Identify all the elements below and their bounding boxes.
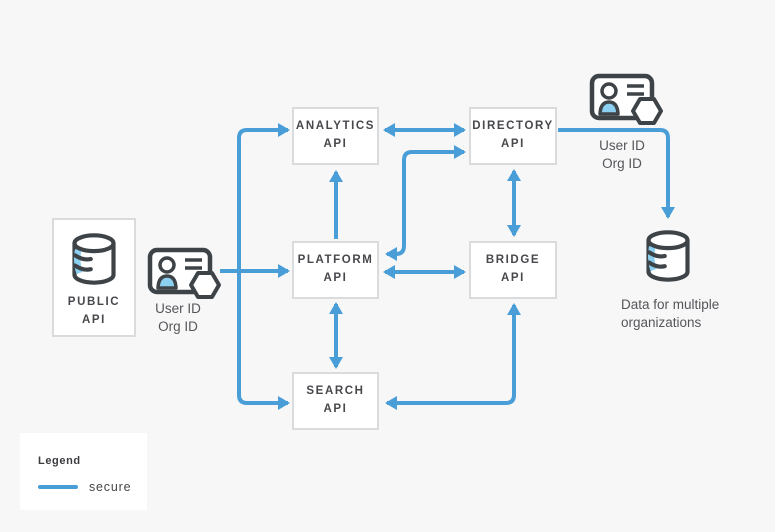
legend: Legend secure [20, 433, 147, 510]
node-label-line: PLATFORM [297, 254, 374, 267]
caption-line: Data for multiple [621, 297, 720, 312]
caption-line: Org ID [602, 155, 642, 171]
node-bridge-api: BRIDGE API [469, 241, 557, 299]
legend-title: Legend [38, 455, 81, 467]
id-card-badge-icon [589, 71, 665, 136]
edge-directory-database [558, 128, 675, 219]
caption-user-org-left: User ID Org ID [139, 300, 217, 336]
edge-public-search [237, 271, 290, 410]
node-label-line: API [501, 138, 525, 150]
caption-user-org-right: User ID Org ID [583, 137, 661, 173]
node-label-line: API [323, 403, 348, 415]
edge-platform-directory [385, 145, 466, 261]
caption-line: User ID [599, 138, 645, 153]
edge-public-analytics [237, 123, 290, 271]
node-label-line: SEARCH [306, 385, 365, 398]
caption-line: Org ID [158, 318, 198, 334]
caption-multi-org-data: Data for multiple organizations [621, 296, 746, 332]
node-platform-api: PLATFORM API [292, 241, 379, 299]
node-label-line: PUBLIC [67, 296, 121, 308]
legend-secure-label: secure [89, 480, 132, 494]
node-label-line: DIRECTORY [472, 120, 554, 133]
legend-row-secure: secure [38, 480, 147, 494]
node-label-line: API [82, 313, 106, 326]
secure-line-swatch [38, 485, 78, 489]
caption-line: User ID [155, 301, 201, 316]
node-public-api: PUBLIC API [52, 218, 136, 337]
node-search-api: SEARCH API [292, 372, 379, 430]
node-label-line: API [323, 272, 348, 284]
id-card-badge-icon [147, 245, 223, 310]
node-label-line: BRIDGE [485, 254, 541, 267]
edge-bridge-search [385, 303, 521, 410]
node-label-line: API [501, 272, 525, 284]
node-label: PUBLIC API [68, 294, 120, 330]
caption-line: organizations [621, 314, 702, 330]
node-analytics-api: ANALYTICS API [292, 107, 379, 165]
database-icon [72, 233, 116, 285]
node-directory-api: DIRECTORY API [469, 107, 557, 165]
node-label-line: ANALYTICS [295, 120, 376, 133]
node-label-line: API [323, 138, 348, 150]
database-icon [642, 227, 694, 290]
